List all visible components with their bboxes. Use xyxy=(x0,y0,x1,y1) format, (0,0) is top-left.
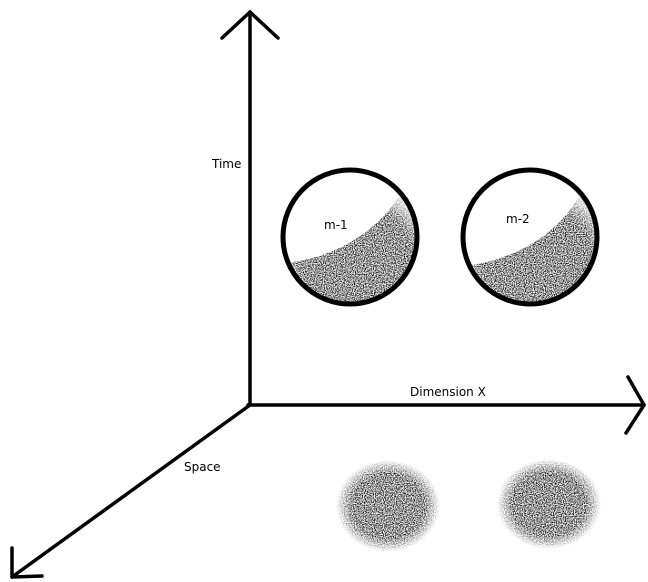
time-axis-label: Time xyxy=(211,157,241,171)
space-axis xyxy=(12,405,250,577)
shadow-blob-m1 xyxy=(336,460,440,552)
sphere-m1-shading xyxy=(280,190,430,320)
space-axis-label: Space xyxy=(184,460,221,474)
sphere-m1: m-1 xyxy=(280,170,430,320)
dimension-x-axis-label: Dimension X xyxy=(410,385,486,399)
time-axis xyxy=(222,12,278,405)
sphere-m1-label: m-1 xyxy=(324,218,348,232)
sphere-m2: m-2 xyxy=(460,170,610,320)
sphere-m2-label: m-2 xyxy=(506,212,530,226)
shadow-blob-m2 xyxy=(497,459,601,549)
sphere-m2-shading xyxy=(460,190,610,320)
